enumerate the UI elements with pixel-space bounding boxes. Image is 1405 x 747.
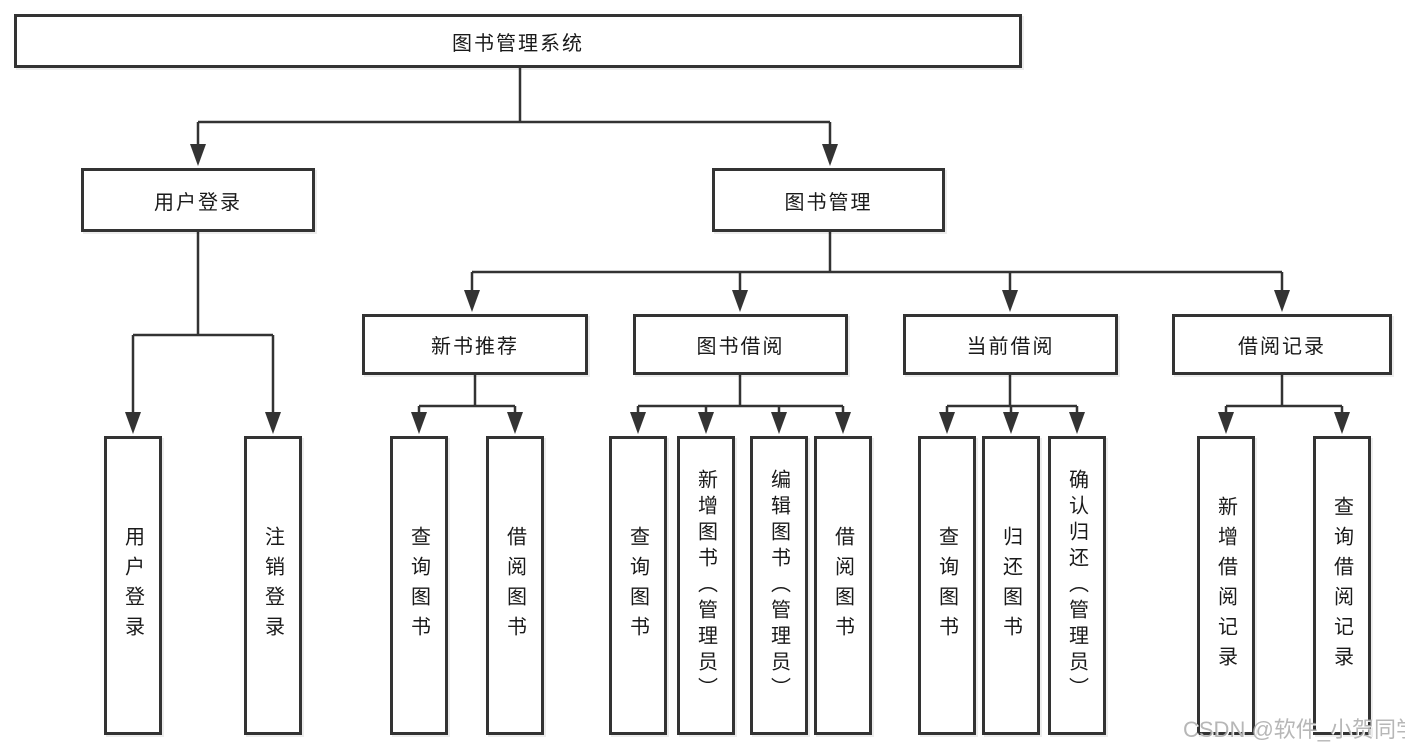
leaf-confirm-return-admin: 确认归还（管理员）	[1048, 436, 1106, 735]
arrowhead	[265, 412, 281, 434]
node-current-borrow: 当前借阅	[903, 314, 1118, 375]
leaf-query-borrow-record: 查询借阅记录	[1313, 436, 1371, 735]
leaf-return-books: 归还图书	[982, 436, 1040, 735]
leaf-logout: 注销登录	[244, 436, 302, 735]
leaf-add-books-admin: 新增图书（管理员）	[677, 436, 735, 735]
node-user-login: 用户登录	[81, 168, 315, 232]
leaf-add-borrow-record: 新增借阅记录	[1197, 436, 1255, 735]
arrowhead	[835, 412, 851, 434]
arrowhead	[1069, 412, 1085, 434]
arrowhead	[732, 290, 748, 312]
arrowhead	[630, 412, 646, 434]
csdn-watermark: CSDN @软件_小贺同学	[1183, 717, 1405, 742]
node-library-management-system: 图书管理系统	[14, 14, 1022, 68]
arrowhead	[411, 412, 427, 434]
arrowhead	[698, 412, 714, 434]
arrowhead	[1334, 412, 1350, 434]
arrowhead	[822, 144, 838, 166]
leaf-user-login: 用户登录	[104, 436, 162, 735]
arrowhead	[1003, 412, 1019, 434]
leaf-edit-books-admin: 编辑图书（管理员）	[750, 436, 808, 735]
arrowhead	[939, 412, 955, 434]
leaf-borrow-books: 借阅图书	[814, 436, 872, 735]
node-book-management: 图书管理	[712, 168, 945, 232]
arrowhead	[1002, 290, 1018, 312]
node-book-borrow: 图书借阅	[633, 314, 848, 375]
leaf-borrow-books-newbook: 借阅图书	[486, 436, 544, 735]
leaf-query-books-newbook: 查询图书	[390, 436, 448, 735]
leaf-query-books-borrow: 查询图书	[609, 436, 667, 735]
arrowhead	[190, 144, 206, 166]
arrowhead	[1274, 290, 1290, 312]
leaf-query-books-current: 查询图书	[918, 436, 976, 735]
arrowhead	[125, 412, 141, 434]
arrowhead	[507, 412, 523, 434]
arrowhead	[464, 290, 480, 312]
node-borrow-records: 借阅记录	[1172, 314, 1392, 375]
node-new-book-recommend: 新书推荐	[362, 314, 588, 375]
arrowhead	[771, 412, 787, 434]
arrowhead	[1218, 412, 1234, 434]
